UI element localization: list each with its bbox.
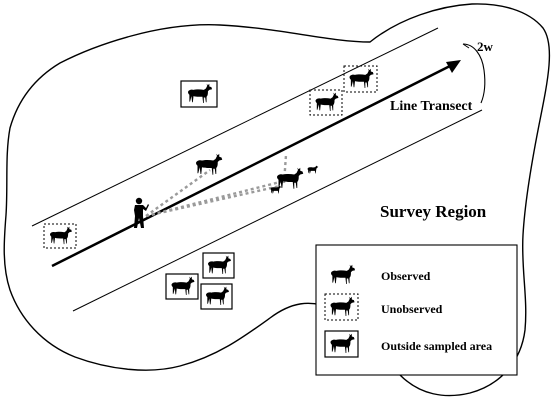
legend-box	[315, 244, 518, 376]
legend: Observed Unobserved Outside sampled area	[315, 244, 518, 376]
transect-arrowhead	[446, 60, 461, 73]
half-width-label: 2w	[477, 39, 494, 54]
outside-animal	[202, 252, 235, 279]
legend-unobserved-label: Unobserved	[381, 302, 443, 316]
deer-icon	[196, 153, 223, 175]
deer-icon	[50, 226, 72, 245]
half-width-bracket	[462, 43, 486, 104]
survey-region-label: Survey Region	[380, 202, 487, 221]
deer-icon	[206, 286, 229, 306]
upper-strip-boundary	[31, 27, 439, 227]
legend-observed-label: Observed	[381, 269, 431, 283]
observer-icon	[134, 197, 149, 228]
deer-icon	[208, 255, 231, 275]
deer-icon	[188, 83, 213, 103]
survey-region-boundary	[3, 3, 551, 397]
unobserved-animal	[309, 89, 343, 116]
deer-icon	[315, 92, 339, 112]
deer-icon	[171, 276, 195, 296]
deer-icon	[277, 167, 304, 189]
lower-strip-boundary	[72, 109, 483, 312]
half-width-tick	[462, 43, 470, 49]
outside-animal	[180, 80, 218, 108]
outside-animal	[165, 273, 199, 300]
line-transect-label: Line Transect	[390, 99, 473, 114]
outside-animal	[200, 283, 233, 310]
line-transect	[51, 64, 451, 268]
deer-icon	[307, 165, 319, 174]
unobserved-animal	[43, 223, 77, 249]
deer-icon	[349, 68, 374, 88]
unobserved-animal	[343, 65, 378, 93]
sight-lines	[145, 154, 288, 218]
legend-outside-label: Outside sampled area	[381, 339, 492, 353]
